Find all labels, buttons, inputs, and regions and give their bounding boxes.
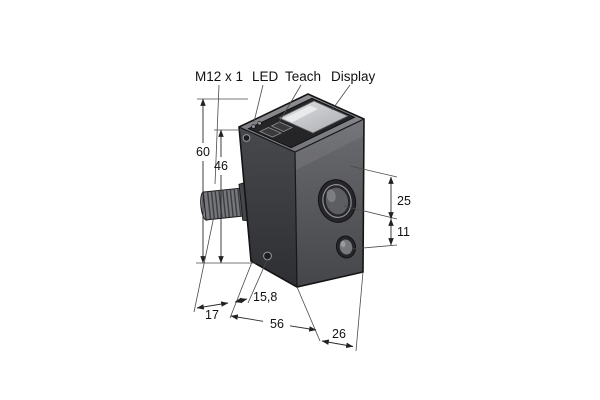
led-leader-line bbox=[253, 84, 264, 123]
display-window bbox=[278, 100, 349, 134]
callout-led: LED bbox=[252, 69, 279, 84]
dimension-lens-center-offset: 25 bbox=[343, 165, 411, 220]
teach-leader-line bbox=[277, 84, 302, 125]
callout-display: Display bbox=[331, 69, 376, 84]
dim-label-connector-offset: 17 bbox=[205, 308, 219, 322]
led-indicator-2 bbox=[257, 121, 262, 126]
teach-button-2 bbox=[270, 121, 294, 132]
dim-label-lens-spacing: 11 bbox=[397, 225, 410, 239]
dim-label-hole-offset: 15,8 bbox=[253, 290, 277, 304]
housing-side-face bbox=[239, 127, 297, 287]
dimension-total-height: 60 bbox=[196, 98, 256, 264]
lens-large-highlight bbox=[326, 189, 336, 203]
lens-small-highlight bbox=[340, 240, 346, 248]
sensor-housing bbox=[238, 93, 365, 288]
callout-leaders bbox=[214, 84, 351, 185]
callout-teach: Teach bbox=[285, 69, 321, 84]
connector-leader-line bbox=[214, 84, 220, 185]
lens-small bbox=[335, 235, 357, 259]
dimension-housing-depth: 56 bbox=[230, 286, 321, 342]
housing-front-vertical-edge bbox=[294, 151, 298, 288]
display-leader-line bbox=[331, 84, 351, 111]
dim-label-housing-width: 26 bbox=[332, 327, 346, 341]
dim-label-housing-depth: 56 bbox=[270, 317, 284, 331]
dimension-front-height: 46 bbox=[214, 129, 243, 264]
front-face-sheen bbox=[295, 119, 364, 170]
dim-label-total-height: 60 bbox=[196, 145, 210, 159]
dimension-housing-width: 26 bbox=[321, 271, 364, 352]
lens-large bbox=[317, 179, 357, 223]
dimension-connector-offset: 17 bbox=[193, 215, 229, 322]
dimension-lens-spacing: 11 bbox=[351, 218, 410, 250]
dim-label-lens-center-offset: 25 bbox=[397, 194, 411, 208]
led-indicator-1 bbox=[251, 124, 256, 129]
display-window-glare bbox=[284, 105, 318, 123]
callout-connector-thread: M12 x 1 bbox=[195, 69, 243, 84]
side-hole-top bbox=[242, 134, 251, 142]
teach-button-1 bbox=[258, 127, 283, 138]
dim-label-front-height: 46 bbox=[214, 159, 228, 173]
dimension-hole-offset: 15,8 bbox=[229, 257, 277, 319]
